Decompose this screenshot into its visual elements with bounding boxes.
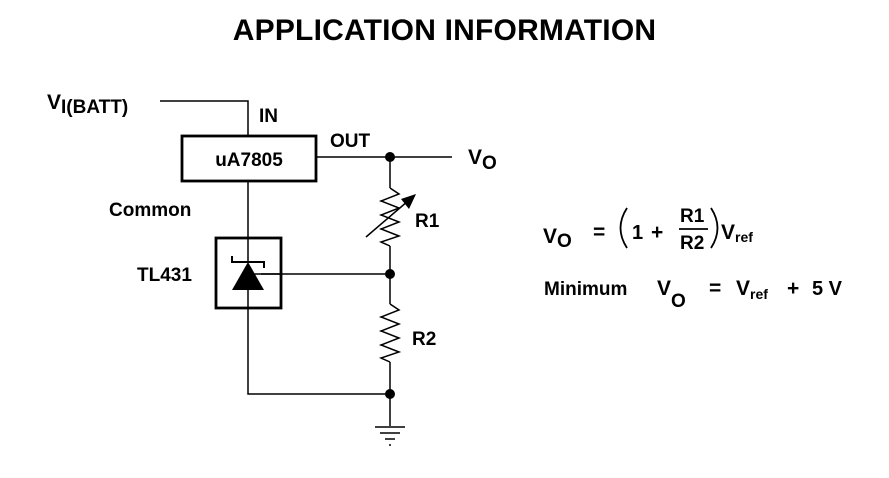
tl431-diode-triangle: [232, 262, 264, 290]
eq2-lhs: VO: [657, 277, 686, 312]
pin-common-label: Common: [109, 200, 191, 221]
wires: [160, 100, 452, 426]
equation-2: Minimum VO = Vref + 5 V: [544, 277, 843, 312]
eq1-one: 1: [632, 222, 643, 244]
eq1-lhs-sub: O: [557, 231, 572, 252]
tl431-symbol: [231, 238, 281, 308]
r2-zigzag: [378, 303, 402, 363]
eq2-equals: =: [709, 277, 721, 300]
output-label-main: V: [468, 146, 482, 169]
input-label-main: V: [47, 91, 61, 114]
r1-arrow-shaft: [365, 200, 409, 238]
tl431-label: TL431: [137, 265, 192, 286]
r1-label: R1: [415, 211, 440, 232]
eq2-vref-main: V: [736, 277, 750, 300]
pin-in-label: IN: [259, 106, 278, 127]
tl431-anode-wire: [247, 308, 390, 395]
eq2-lhs-main: V: [657, 277, 671, 300]
junction-output: [385, 152, 395, 162]
eq1-vref-main: V: [721, 221, 735, 244]
junction-ground: [385, 389, 395, 399]
r1-zigzag: [378, 187, 402, 247]
eq1-numerator: R1: [680, 206, 705, 227]
ground-symbol: [375, 426, 405, 446]
input-label: VI(BATT): [47, 91, 128, 118]
regulator-box: [180, 134, 318, 183]
eq1-left-paren: [619, 207, 628, 249]
output-label-sub: O: [482, 153, 497, 174]
eq2-value: 5 V: [812, 278, 843, 300]
input-label-sub: I(BATT): [61, 97, 128, 118]
eq1-right-paren: [710, 207, 719, 249]
eq1-lhs: VO: [543, 225, 572, 252]
eq1-lhs-main: V: [543, 225, 557, 248]
eq2-prefix: Minimum: [544, 279, 627, 300]
regulator-name: uA7805: [215, 150, 283, 171]
page-title: APPLICATION INFORMATION: [232, 14, 657, 47]
input-wire: [160, 100, 249, 136]
eq2-plus: +: [787, 277, 799, 300]
output-label: VO: [468, 146, 497, 174]
eq1-denominator: R2: [680, 233, 704, 254]
eq2-lhs-sub: O: [671, 291, 686, 312]
eq1-vref-sub: ref: [735, 229, 753, 245]
eq2-vref-sub: ref: [750, 286, 768, 302]
eq1-vref: Vref: [721, 221, 753, 245]
junctions: [385, 152, 395, 399]
r1-arrow-head: [401, 194, 416, 209]
eq2-vref: Vref: [736, 277, 768, 302]
equation-1: VO = 1 + R1 R2 Vref: [543, 206, 753, 254]
eq1-plus: +: [651, 221, 663, 244]
pin-out-label: OUT: [330, 131, 371, 152]
eq1-equals: =: [593, 221, 605, 244]
junction-ref: [385, 269, 395, 279]
r2-label: R2: [412, 329, 436, 350]
